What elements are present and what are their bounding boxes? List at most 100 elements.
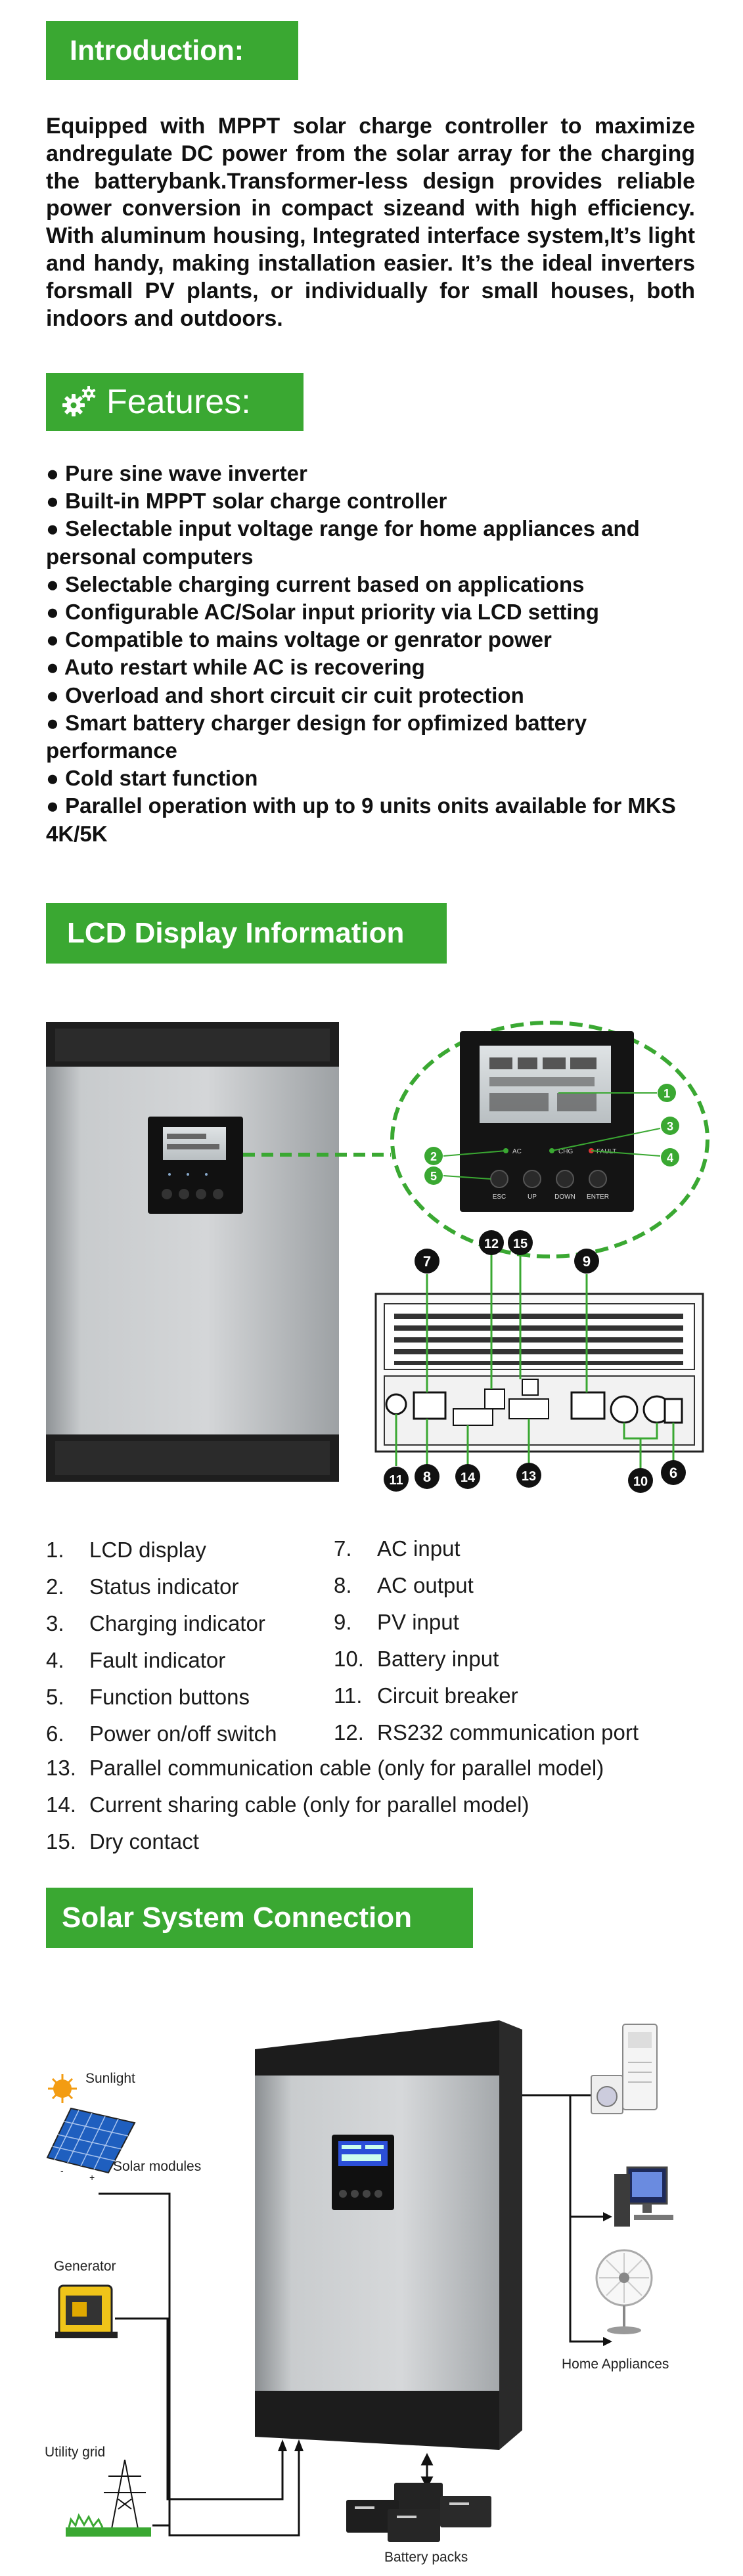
svg-text:-: -: [60, 2165, 64, 2176]
solar-title: Solar System Connection: [62, 1901, 413, 1934]
legend-item: 11.Circuit breaker: [334, 1683, 518, 1708]
feature-item: ● Selectable charging current based on a…: [46, 571, 585, 596]
battery-packs-label: Battery packs: [384, 2550, 468, 2565]
badge-15: 15: [508, 1230, 533, 1255]
features-header: Features:: [46, 373, 304, 431]
svg-text:+: +: [89, 2172, 95, 2183]
feature-item: ● Built-in MPPT solar charge controller: [46, 489, 447, 514]
feature-item: ● Selectable input voltage range for hom…: [46, 516, 640, 569]
svg-text:14: 14: [461, 1471, 476, 1485]
badge-13: 13: [516, 1463, 541, 1488]
badge-1: 1: [658, 1084, 676, 1102]
legend-item: 15.Dry contact: [46, 1829, 199, 1854]
esc-button-label: ESC: [493, 1193, 507, 1201]
legend-item: 10.Battery input: [334, 1647, 499, 1671]
feature-item: ● Parallel operation with up to 9 units …: [46, 793, 676, 846]
badge-8: 8: [415, 1464, 439, 1489]
battery-packs-icon: [346, 2483, 491, 2542]
feature-item: ● Overload and short circuit cir cuit pr…: [46, 682, 524, 707]
inverter-3d: [255, 2020, 522, 2450]
generator-icon: [55, 2284, 118, 2338]
svg-text:5: 5: [430, 1170, 437, 1183]
badge-10: 10: [628, 1468, 653, 1493]
badge-9: 9: [574, 1249, 599, 1274]
svg-text:9: 9: [583, 1253, 591, 1270]
legend-item: 9.PV input: [334, 1610, 459, 1634]
svg-text:2: 2: [430, 1150, 437, 1163]
legend-item: 1.LCD display: [46, 1538, 206, 1562]
svg-text:4: 4: [667, 1151, 673, 1165]
svg-text:11: 11: [389, 1473, 403, 1488]
callout-badges: 1 3 4 2 5 7 12 15 9 11 8 14 13 10 6: [384, 1084, 686, 1493]
intro-body: Equipped with MPPT solar charge controll…: [46, 114, 695, 331]
solar-panel-icon: - +: [46, 2107, 136, 2183]
home-appliances-label: Home Appliances: [562, 2357, 669, 2372]
feature-item: ● Smart battery charger design for opfim…: [46, 710, 587, 763]
legend-item: 14.Current sharing cable (only for paral…: [46, 1792, 529, 1817]
computer-icon: [614, 2166, 673, 2227]
washing-machine-icon: [591, 2075, 623, 2114]
up-button-label: UP: [528, 1193, 537, 1201]
air-conditioner-icon: [622, 2024, 658, 2110]
inverter-front: [46, 1022, 339, 1482]
solar-modules-label: Solar modules: [113, 2159, 202, 2174]
lcd-title: LCD Display Information: [67, 917, 405, 949]
legend-item: 13.Parallel communication cable (only fo…: [46, 1756, 604, 1780]
utility-grid-icon: [66, 2459, 151, 2537]
down-button-label: DOWN: [554, 1193, 575, 1201]
solar-diagram: - +: [46, 2020, 673, 2542]
badge-11: 11: [384, 1467, 409, 1492]
badge-2: 2: [424, 1147, 443, 1165]
feature-item: ● Configurable AC/Solar input priority v…: [46, 600, 599, 625]
status-led-label: AC: [512, 1148, 522, 1155]
badge-4: 4: [661, 1148, 679, 1166]
legend-item: 5.Function buttons: [46, 1685, 250, 1709]
legend-left: 1.LCD display 2.Status indicator 3.Charg…: [46, 1532, 277, 1752]
enter-button-label: ENTER: [587, 1193, 609, 1201]
feature-item: ● Auto restart while AC is recovering: [46, 655, 425, 680]
legend-item: 2.Status indicator: [46, 1574, 239, 1599]
svg-text:13: 13: [522, 1469, 536, 1484]
legend-right: 7.AC input 8.AC output 9.PV input 10.Bat…: [334, 1530, 639, 1751]
badge-6: 6: [661, 1460, 686, 1485]
badge-5: 5: [424, 1166, 443, 1185]
legend-item: 7.AC input: [334, 1536, 461, 1561]
features-title: Features:: [106, 383, 251, 421]
gear-icon: [60, 384, 100, 420]
legend-item: 3.Charging indicator: [46, 1611, 265, 1635]
svg-text:8: 8: [423, 1469, 431, 1485]
svg-text:6: 6: [669, 1465, 677, 1481]
sun-icon: [48, 2074, 77, 2103]
charge-led-label: CHG: [558, 1148, 573, 1155]
generator-label: Generator: [54, 2259, 116, 2274]
utility-grid-label: Utility grid: [45, 2445, 106, 2460]
intro-title: Introduction:: [70, 34, 244, 66]
svg-text:3: 3: [667, 1120, 673, 1133]
badge-14: 14: [455, 1464, 480, 1489]
sunlight-label: Sunlight: [85, 2071, 135, 2086]
badge-12: 12: [479, 1230, 504, 1255]
fan-icon: [595, 2249, 653, 2334]
svg-text:10: 10: [633, 1475, 648, 1489]
badge-3: 3: [661, 1117, 679, 1135]
intro-header: Introduction:: [46, 21, 298, 80]
feature-item: ● Cold start function: [46, 766, 258, 791]
legend-item: 12.RS232 communication port: [334, 1720, 639, 1744]
features-list: ● Pure sine wave inverter ● Built-in MPP…: [46, 460, 709, 848]
lcd-diagram: AC CHG FAULT ESC UP DOWN ENTER: [46, 1021, 709, 1493]
legend-item: 8.AC output: [334, 1573, 474, 1597]
feature-item: ● Compatible to mains voltage or genrato…: [46, 627, 552, 652]
lcd-header: LCD Display Information: [46, 903, 447, 964]
svg-text:12: 12: [484, 1237, 499, 1251]
legend-item: 4.Fault indicator: [46, 1648, 226, 1672]
solar-header: Solar System Connection: [46, 1888, 473, 1948]
battery-arrow: [420, 2453, 434, 2489]
svg-text:1: 1: [664, 1087, 670, 1100]
lcd-zoom-panel: AC CHG FAULT ESC UP DOWN ENTER: [390, 1021, 709, 1258]
legend-item: 6.Power on/off switch: [46, 1721, 277, 1746]
svg-text:15: 15: [513, 1237, 528, 1251]
bottom-wiring-panel: [374, 1255, 704, 1468]
feature-item: ● Pure sine wave inverter: [46, 461, 307, 485]
svg-text:7: 7: [423, 1253, 431, 1270]
legend-full: 13.Parallel communication cable (only fo…: [46, 1750, 604, 1860]
